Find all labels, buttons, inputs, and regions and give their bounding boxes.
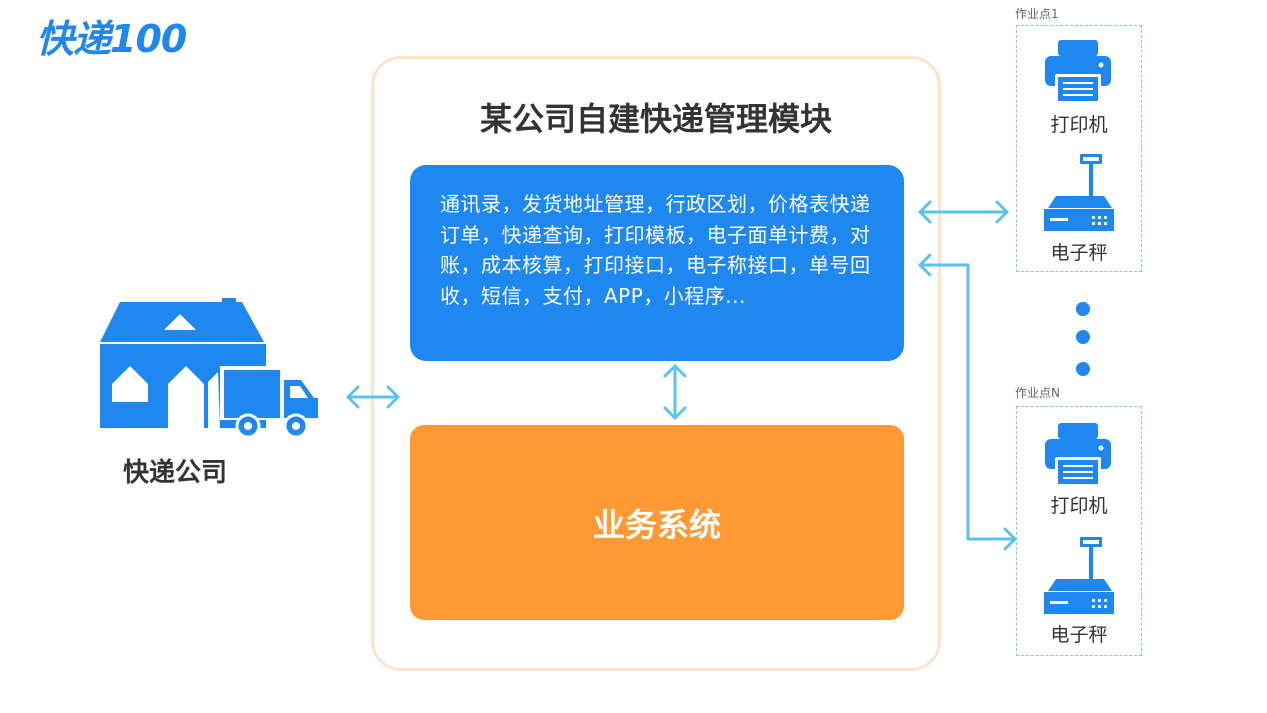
printer-icon: [1045, 423, 1111, 485]
module-title: 某公司自建快递管理模块: [479, 100, 832, 138]
courier-label: 快递公司: [122, 458, 227, 488]
scale-icon: [1044, 537, 1114, 614]
features-text: 通讯录，发货地址管理，行政区划，价格表快递订单，快递查询，打印模板，电子面单计费…: [440, 192, 871, 308]
site-1-label: 作业点1: [1015, 7, 1059, 21]
scale-icon: [1044, 154, 1114, 231]
ellipsis-dot: [1076, 302, 1090, 316]
truck-icon: [220, 366, 320, 439]
features-box: 通讯录，发货地址管理，行政区划，价格表快递订单，快递查询，打印模板，电子面单计费…: [410, 165, 904, 361]
arrow-module-siteN: [918, 253, 1017, 551]
business-system-box: 业务系统: [410, 425, 904, 620]
module-frame: [371, 56, 941, 671]
arrow-module-site1: [918, 200, 1009, 224]
arrow-features-business: [663, 364, 687, 420]
site-1-scale-label: 电子秤: [1050, 242, 1108, 264]
site-1-frame: [1016, 25, 1142, 272]
arrow-courier-module: [346, 385, 400, 409]
site-n-scale-label: 电子秤: [1050, 624, 1108, 646]
site-1-printer-label: 打印机: [1050, 114, 1108, 136]
courier-illustration: [100, 298, 320, 439]
ellipsis-dot: [1076, 362, 1090, 376]
site-n-label: 作业点N: [1015, 386, 1060, 400]
ellipsis-dot: [1076, 330, 1090, 344]
site-n-frame: [1016, 406, 1142, 656]
site-n-printer-label: 打印机: [1050, 495, 1108, 517]
house-icon: [100, 298, 266, 428]
printer-icon: [1045, 40, 1111, 102]
business-system-label: 业务系统: [592, 505, 721, 544]
brand-logo: 快递100: [36, 17, 187, 61]
